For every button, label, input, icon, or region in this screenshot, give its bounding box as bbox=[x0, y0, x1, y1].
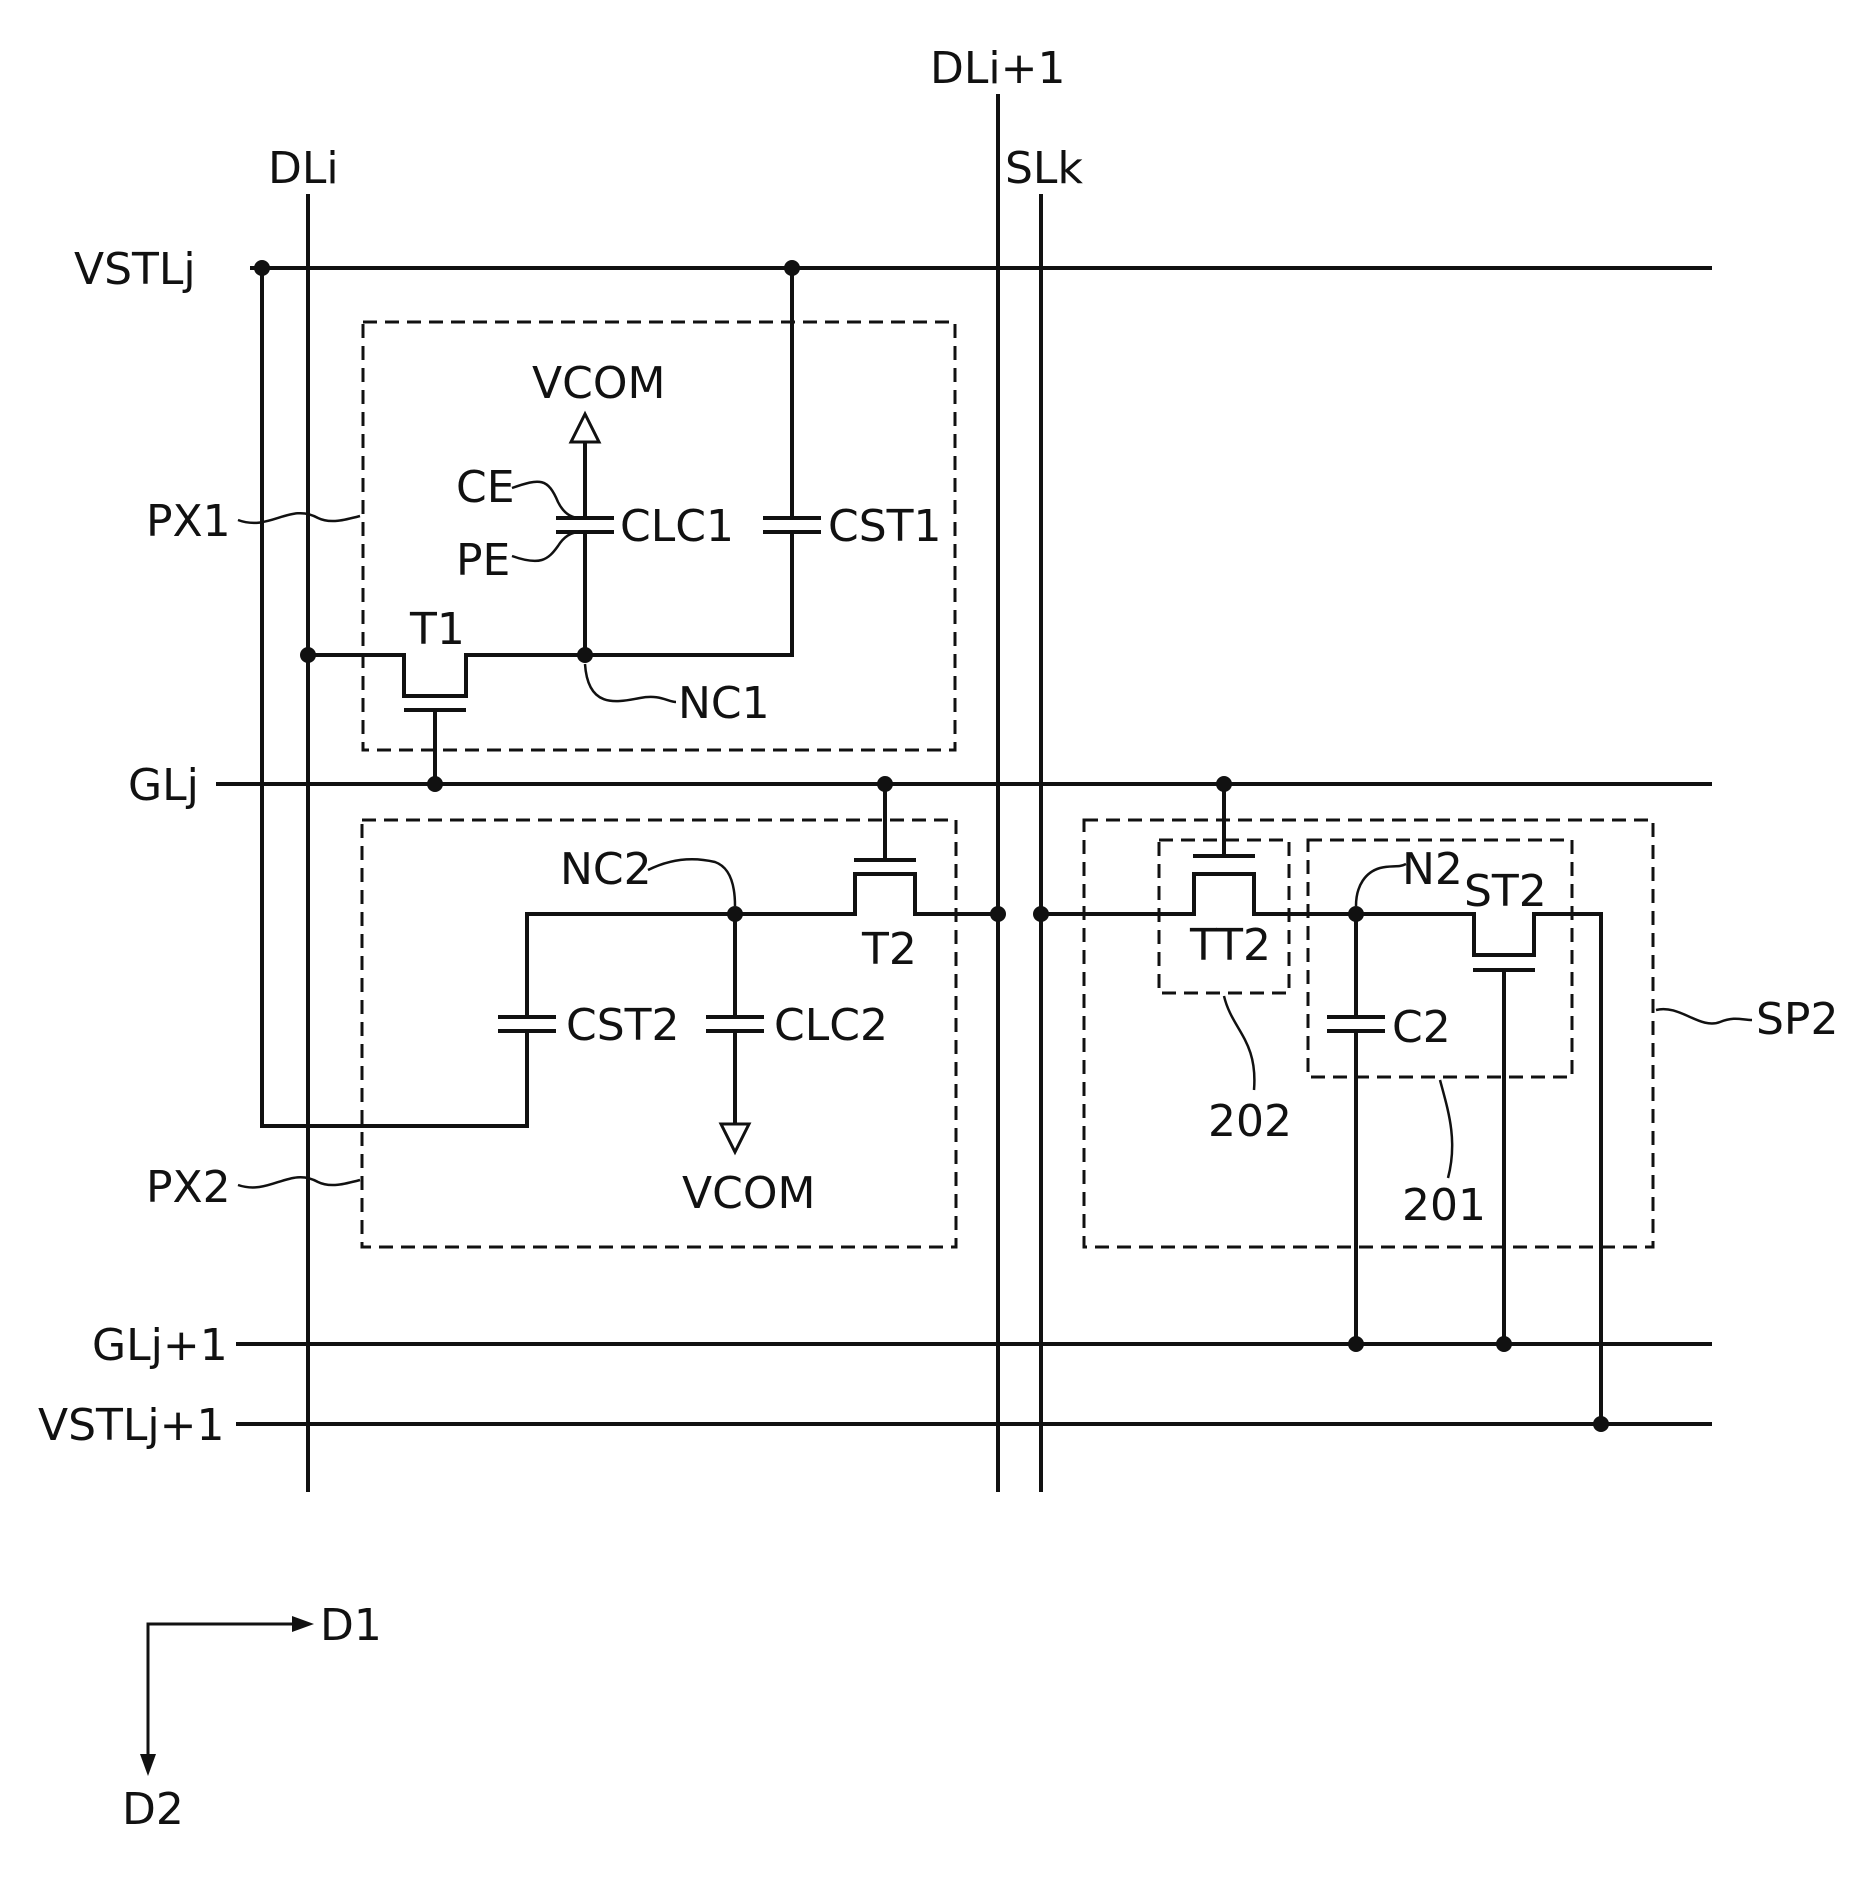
label-vstl-j: VSTLj bbox=[74, 244, 196, 295]
label-dl-i1: DLi+1 bbox=[930, 43, 1065, 94]
tt2-wire-left bbox=[1041, 874, 1194, 914]
c2-glj1-node bbox=[1348, 1336, 1364, 1352]
t2-gate-node bbox=[877, 776, 893, 792]
t1-wire-left bbox=[308, 655, 404, 696]
label-cst2: CST2 bbox=[566, 1000, 680, 1051]
nc2-leader bbox=[648, 859, 735, 906]
t2-wire-left bbox=[735, 874, 855, 914]
label-sp2: SP2 bbox=[1756, 994, 1838, 1045]
label-d1: D1 bbox=[320, 1600, 382, 1651]
axis-lines bbox=[148, 1624, 298, 1760]
label-gl-j: GLj bbox=[128, 760, 199, 811]
nc1-leader bbox=[585, 664, 676, 702]
pe-leader bbox=[512, 532, 580, 561]
label-vcom-top: VCOM bbox=[532, 358, 665, 409]
label-nc2: NC2 bbox=[560, 844, 652, 895]
label-t2: T2 bbox=[861, 924, 917, 975]
label-st2: ST2 bbox=[1464, 866, 1547, 917]
label-202: 202 bbox=[1208, 1096, 1292, 1147]
label-nc1: NC1 bbox=[678, 678, 770, 729]
d1-arrow-icon bbox=[292, 1616, 314, 1632]
label-vcom-bottom: VCOM bbox=[682, 1168, 815, 1219]
label-201: 201 bbox=[1402, 1180, 1486, 1231]
ref-201-leader bbox=[1440, 1080, 1452, 1178]
st2-wire-right bbox=[1534, 914, 1601, 1424]
label-clc1: CLC1 bbox=[620, 501, 734, 552]
tt2-gate-node bbox=[1216, 776, 1232, 792]
d2-arrow-icon bbox=[140, 1754, 156, 1776]
label-gl-j1: GLj+1 bbox=[92, 1320, 228, 1371]
ref-202-leader bbox=[1224, 996, 1254, 1090]
st2-wire-left bbox=[1356, 914, 1474, 955]
sp2-box bbox=[1084, 820, 1653, 1247]
label-px2: PX2 bbox=[146, 1162, 231, 1213]
vstl-j-feed-wire bbox=[262, 268, 527, 1126]
label-c2: C2 bbox=[1392, 1002, 1451, 1053]
label-t1: T1 bbox=[409, 604, 465, 655]
label-dl-i: DLi bbox=[268, 143, 339, 194]
t1-gate-node bbox=[427, 776, 443, 792]
tt2-wire-right bbox=[1254, 874, 1356, 914]
label-clc2: CLC2 bbox=[774, 1000, 888, 1051]
label-vstl-j1: VSTLj+1 bbox=[38, 1400, 225, 1451]
px2-leader bbox=[238, 1177, 360, 1187]
label-ce: CE bbox=[456, 462, 515, 513]
vstl-j1-node bbox=[1593, 1416, 1609, 1432]
label-d2: D2 bbox=[122, 1784, 184, 1835]
label-tt2: TT2 bbox=[1189, 920, 1271, 971]
vcom-bottom-arrow-icon bbox=[721, 1124, 749, 1152]
st2-gate-node bbox=[1496, 1336, 1512, 1352]
t1-wire-right bbox=[466, 655, 585, 696]
label-sl-k: SLk bbox=[1005, 143, 1083, 194]
ce-leader bbox=[512, 482, 580, 518]
label-pe: PE bbox=[456, 535, 510, 586]
sp2-leader bbox=[1656, 1009, 1752, 1023]
vstl-j-node-left bbox=[254, 260, 270, 276]
label-px1: PX1 bbox=[146, 496, 231, 547]
label-cst1: CST1 bbox=[828, 501, 942, 552]
label-n2: N2 bbox=[1402, 844, 1463, 895]
dl-i-node bbox=[300, 647, 316, 663]
vcom-top-arrow-icon bbox=[571, 414, 599, 442]
cst1-vstl-node bbox=[784, 260, 800, 276]
px1-leader bbox=[238, 513, 360, 523]
n2-leader bbox=[1356, 864, 1406, 906]
dl-i1-node bbox=[990, 906, 1006, 922]
